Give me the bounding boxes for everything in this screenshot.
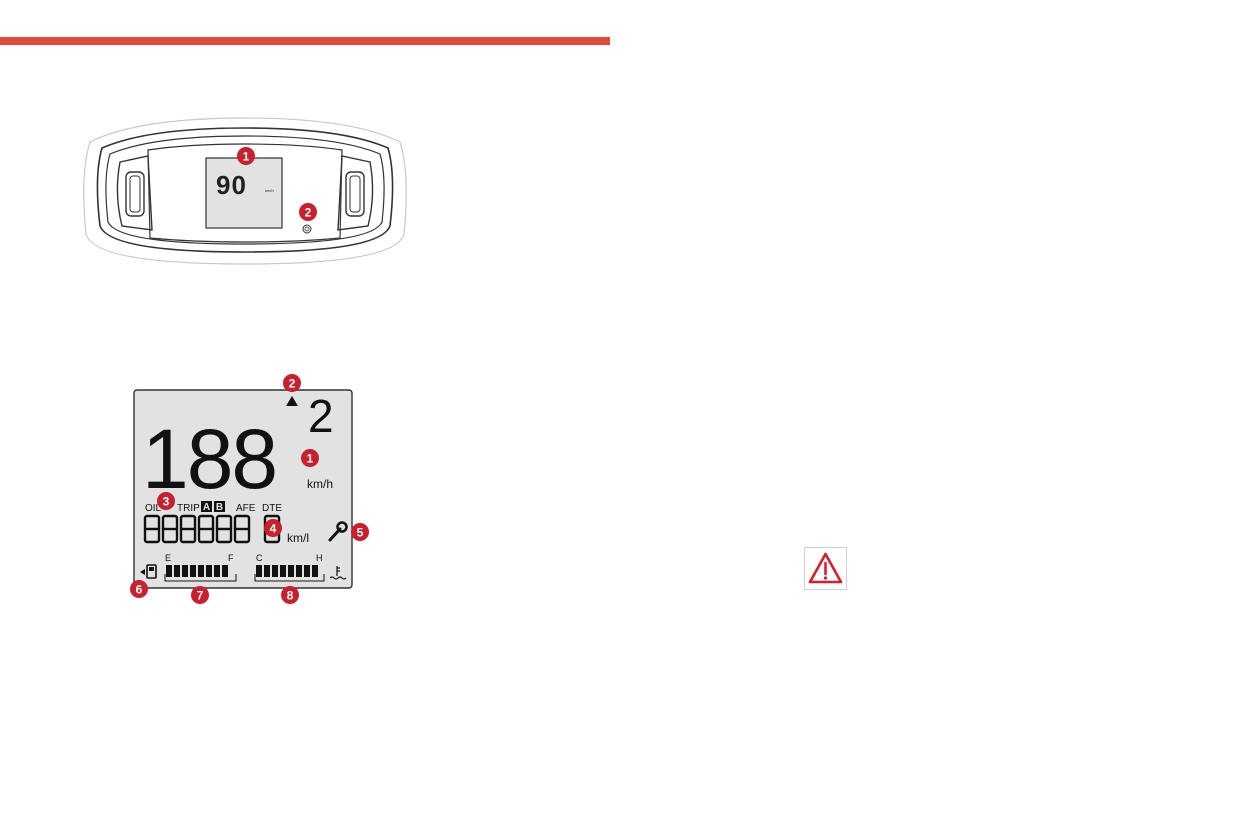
coolant-temp-icon — [329, 566, 347, 580]
svg-text:4: 4 — [270, 522, 277, 536]
lcd-speed: 188 — [142, 412, 276, 506]
label-afe: AFE — [236, 503, 256, 514]
lcd-callout-8: 8 — [281, 586, 299, 604]
odometer-unit: km/l — [287, 531, 309, 545]
callout-2: 2 — [299, 203, 317, 221]
lcd-speed-unit: km/h — [307, 477, 333, 491]
cluster-bezel — [96, 127, 394, 253]
cluster-speed: 90 — [216, 170, 247, 200]
svg-text:3: 3 — [163, 495, 170, 509]
lcd-callout-1: 1 — [301, 449, 319, 467]
left-pod — [116, 155, 153, 231]
cluster-housing — [83, 117, 407, 265]
label-oil: OIL — [145, 503, 162, 514]
upshift-arrow-icon — [286, 396, 298, 406]
warning-triangle-icon — [804, 547, 847, 590]
instrument-cluster-figure: 90 km/h 1 2 — [78, 114, 412, 268]
lcd-callout-4: 4 — [264, 519, 282, 537]
temp-gauge-bars — [256, 565, 318, 577]
svg-text:1: 1 — [243, 150, 250, 164]
lcd-display-figure: 2 188 km/h OIL TRIP A B AFE DTE km/l — [120, 370, 380, 610]
temp-hot-label: H — [316, 553, 323, 563]
cluster-button — [302, 224, 312, 234]
lcd-screen — [133, 389, 353, 589]
fuel-full-label: F — [228, 553, 234, 563]
lcd-callout-6: 6 — [130, 580, 148, 598]
label-trip-a: A — [203, 502, 210, 513]
svg-text:7: 7 — [197, 589, 204, 603]
lcd-callout-2: 2 — [283, 374, 301, 392]
right-pod — [337, 155, 374, 231]
label-trip: TRIP — [177, 503, 200, 514]
fuel-empty-label: E — [165, 553, 171, 563]
svg-text:8: 8 — [287, 589, 294, 603]
svg-text:2: 2 — [289, 377, 296, 391]
fuel-pump-icon — [140, 564, 157, 579]
wrench-icon — [328, 521, 348, 542]
label-dte: DTE — [262, 503, 282, 514]
callout-1: 1 — [237, 147, 255, 165]
lcd-callout-5: 5 — [351, 523, 369, 541]
temp-cold-label: C — [256, 553, 263, 563]
cluster-screen — [205, 157, 283, 229]
svg-text:1: 1 — [307, 452, 314, 466]
gear-indicator: 2 — [308, 390, 334, 442]
svg-text:5: 5 — [357, 526, 364, 540]
cluster-speed-unit: km/h — [265, 188, 274, 193]
lcd-callout-7: 7 — [191, 586, 209, 604]
lcd-callout-3: 3 — [157, 492, 175, 510]
label-trip-b: B — [216, 502, 223, 513]
fuel-gauge-bars — [166, 565, 228, 577]
svg-text:2: 2 — [305, 206, 312, 220]
header-accent-bar — [0, 37, 610, 45]
svg-text:6: 6 — [136, 583, 143, 597]
